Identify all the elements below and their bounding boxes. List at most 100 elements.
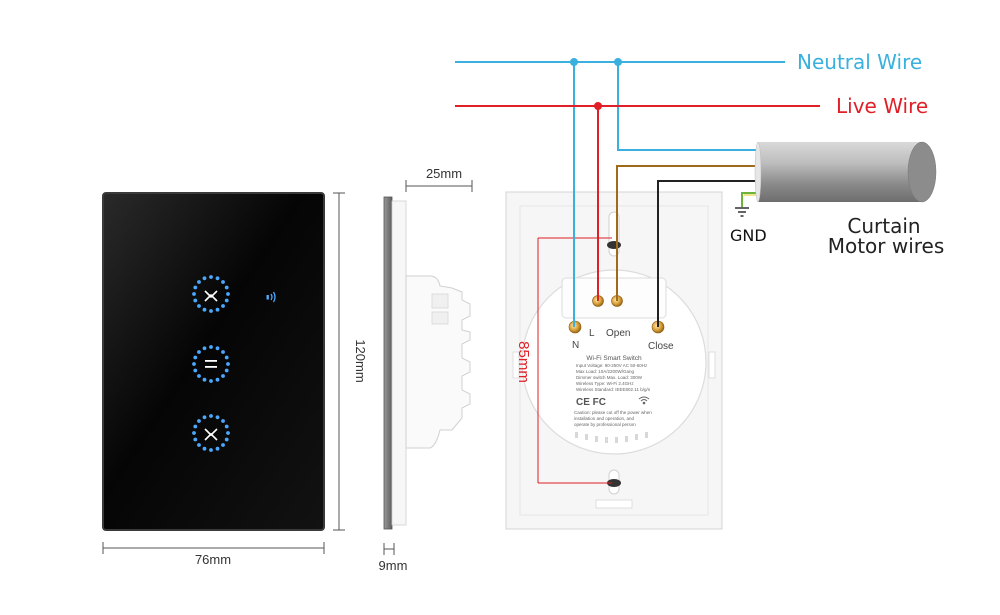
back-view: N L Open Close Wi-Fi Smart Switch Input … <box>505 191 723 530</box>
ring-dot <box>193 368 198 373</box>
ring-dot <box>215 276 220 281</box>
ring-dot <box>209 379 213 383</box>
ring-dot <box>193 437 198 442</box>
motor-open-wire <box>616 165 760 301</box>
ring-dot <box>215 307 220 312</box>
front-width-dimension <box>102 542 325 554</box>
ring-dot <box>197 304 201 308</box>
ring-dot <box>224 368 229 373</box>
ring-dot <box>197 443 201 447</box>
ring-dot <box>221 350 225 354</box>
terminal-close-label: Close <box>648 341 674 352</box>
front-width-label: 76mm <box>195 552 231 567</box>
side-glass <box>383 196 393 530</box>
ring-dot <box>224 298 229 303</box>
svg-text:Dimmer switch Max. Load: 300W: Dimmer switch Max. Load: 300W <box>576 375 643 380</box>
motor-close-wire <box>657 180 760 327</box>
touch-button-stop[interactable] <box>192 345 230 383</box>
ring-dot <box>224 355 229 360</box>
touch-button-down[interactable] <box>192 414 230 452</box>
ring-dot <box>202 446 207 451</box>
ring-dot <box>221 419 225 423</box>
ring-dot <box>221 374 225 378</box>
ring-dot <box>215 377 220 382</box>
ring-dot <box>197 419 201 423</box>
chevron-up-icon <box>204 290 218 299</box>
terminal-l-label: L <box>589 328 595 339</box>
ring-dot <box>192 431 196 435</box>
ring-dot <box>192 292 196 296</box>
front-panel <box>102 192 325 531</box>
wifi-signal-icon <box>266 291 276 303</box>
ring-dot <box>226 431 230 435</box>
motor-label-line1: Curtain <box>847 214 920 238</box>
front-height-dimension <box>333 192 345 531</box>
ring-dot <box>226 292 230 296</box>
touch-button-up[interactable] <box>192 275 230 313</box>
terminal-open-label: Open <box>606 328 630 339</box>
live-junction <box>594 102 602 110</box>
neutral-junction <box>614 58 622 66</box>
ring-dot <box>221 443 225 447</box>
ring-dot <box>221 304 225 308</box>
ring-dot <box>202 276 207 281</box>
pause-icon <box>205 360 217 362</box>
ring-dot <box>224 437 229 442</box>
side-view <box>383 196 471 530</box>
neutral-wire-label: Neutral Wire <box>797 50 922 74</box>
ring-dot <box>226 362 230 366</box>
ring-dot <box>215 346 220 351</box>
ring-dot <box>209 275 213 279</box>
ring-dot <box>193 424 198 429</box>
svg-text:installation and operation, an: installation and operation, and <box>574 416 635 421</box>
dot-ring <box>192 345 230 383</box>
ring-dot <box>202 377 207 382</box>
ring-dot <box>192 362 196 366</box>
gnd-label: GND <box>730 226 767 245</box>
svg-text:Caution: please cut off the po: Caution: please cut off the power when <box>574 410 652 415</box>
terminal-n-label: N <box>572 340 579 351</box>
ground-wire <box>735 192 760 217</box>
ring-dot <box>209 414 213 418</box>
side-module <box>405 275 471 449</box>
side-frame <box>391 200 407 526</box>
motor-cable <box>754 141 937 203</box>
dot-ring <box>192 414 230 452</box>
ring-dot <box>197 374 201 378</box>
svg-text:Wireless Type: Wi-Fi 2.4GHz: Wireless Type: Wi-Fi 2.4GHz <box>576 381 634 386</box>
side-thickness-dimension <box>383 543 395 555</box>
ring-dot <box>202 415 207 420</box>
svg-text:Wireless Standard: IEEE802.11: Wireless Standard: IEEE802.11 b/g/n <box>576 387 651 392</box>
ring-dot <box>193 355 198 360</box>
ring-dot <box>209 448 213 452</box>
live-wire-label: Live Wire <box>836 94 928 118</box>
ring-dot <box>209 309 213 313</box>
ring-dot <box>221 280 225 284</box>
neutral-junction <box>570 58 578 66</box>
ring-dot <box>193 298 198 303</box>
ring-dot <box>215 415 220 420</box>
module-title: Wi-Fi Smart Switch <box>586 355 642 362</box>
live-wire <box>455 105 820 301</box>
svg-text:Input Voltage: 90-250V AC 50-6: Input Voltage: 90-250V AC 50-60Hz <box>576 363 648 368</box>
ring-dot <box>224 424 229 429</box>
ring-dot <box>224 285 229 290</box>
ring-dot <box>202 307 207 312</box>
side-depth-label: 25mm <box>426 166 462 181</box>
front-height-label: 120mm <box>353 339 368 382</box>
ring-dot <box>202 346 207 351</box>
ring-dot <box>215 446 220 451</box>
svg-text:operate by professional person: operate by professional person <box>574 422 636 427</box>
cert-marks: CE FC <box>576 397 606 408</box>
side-thickness-label: 9mm <box>379 558 408 573</box>
ring-dot <box>193 285 198 290</box>
ring-dot <box>209 345 213 349</box>
vent-slots <box>575 432 648 443</box>
side-depth-dimension <box>405 180 473 192</box>
svg-text:Max Load: 10A/2200W/Gang: Max Load: 10A/2200W/Gang <box>576 369 635 374</box>
wifi-icon <box>638 396 650 405</box>
ring-dot <box>197 350 201 354</box>
back-height-label: 85mm <box>515 341 532 383</box>
ring-dot <box>197 280 201 284</box>
ground-symbol-icon <box>735 207 749 217</box>
